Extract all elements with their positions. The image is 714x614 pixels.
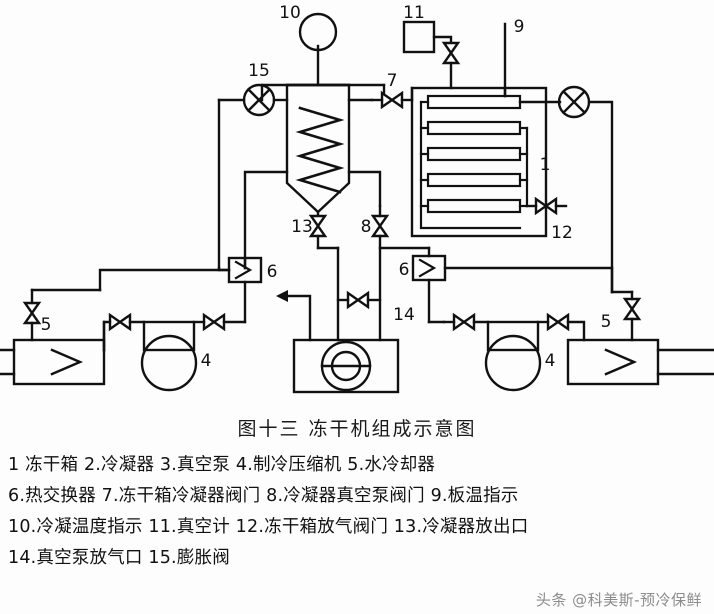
process-flow-diagram: 10 11 9 15 7 1 12 13 8 6 6 14 5 5 4 4 [0, 3, 714, 394]
watermark: 头条 @科美斯-预冷保鲜 [535, 591, 702, 609]
expansion-valve-15-icon [242, 83, 276, 117]
valve-8-icon [370, 204, 390, 342]
legend-line-3: 10.冷凝温度指示 11.真空计 12.冻干箱放气阀门 13.冷凝器放出口 [8, 517, 529, 537]
vacuum-pump-3 [292, 338, 400, 394]
shelf-plate [426, 198, 522, 214]
valve-14-icon [336, 290, 382, 310]
expansion-valve-right-icon [557, 85, 591, 119]
label-7: 7 [387, 71, 398, 91]
diagram-canvas: 10 11 9 15 7 1 12 13 8 6 6 14 5 5 4 4 [0, 3, 714, 394]
label-12: 12 [551, 223, 573, 243]
label-5-left: 5 [41, 315, 52, 335]
pipe-condenser-to-valve8 [347, 170, 382, 208]
diagram-labels: 10 11 9 15 7 1 12 13 8 6 6 14 5 5 4 4 [41, 3, 612, 371]
label-9: 9 [514, 17, 525, 37]
valve-5-left-icon [22, 288, 42, 342]
compressor-4-right [484, 320, 542, 392]
shelf-plate [426, 94, 522, 110]
label-6-left: 6 [267, 262, 278, 282]
label-15: 15 [248, 61, 270, 81]
label-8: 8 [361, 217, 372, 237]
legend-line-1: 1 冻干箱 2.冷凝器 3.真空泵 4.制冷压缩机 5.水冷却器 [8, 455, 436, 475]
label-14: 14 [393, 305, 415, 325]
heat-exchanger-6-right [411, 254, 447, 282]
valve-compressor-right-suction-icon [427, 312, 490, 332]
legend-line-4: 14.真空泵放气口 15.膨胀阀 [8, 548, 230, 568]
label-13: 13 [291, 217, 313, 237]
discharge-arrow-icon [276, 290, 312, 342]
label-5-right: 5 [601, 312, 612, 332]
pipe-gauge11-to-valve [432, 35, 453, 45]
chamber-shelves-group [426, 94, 522, 214]
water-cooler-5-left [0, 338, 106, 386]
shelf-plate [426, 172, 522, 188]
figure-legend: 1 冻干箱 2.冷凝器 3.真空泵 4.制冷压缩机 5.水冷却器 6.热交换器 … [8, 450, 714, 574]
label-11: 11 [403, 3, 425, 23]
label-4-right: 4 [545, 351, 556, 371]
label-10: 10 [279, 3, 301, 23]
shelf-plate [426, 120, 522, 136]
valve-12-icon [525, 196, 568, 216]
valve-13-icon [308, 214, 328, 250]
shelf-left-manifold [419, 100, 522, 230]
vacuum-gauge-valve-icon [441, 41, 461, 90]
valve-compressor-left-discharge-icon [192, 312, 247, 332]
pipe-condenser-left-down [243, 170, 289, 270]
shelf-right-manifold [518, 126, 529, 208]
valve-compressor-left-suction-icon [102, 312, 146, 352]
water-cooler-5-right [566, 338, 714, 386]
label-6-right: 6 [399, 260, 410, 280]
vacuum-gauge-11-icon [402, 20, 436, 54]
label-1: 1 [540, 155, 551, 175]
label-4-left: 4 [201, 351, 212, 371]
shelf-plate [426, 146, 522, 162]
valve-7-icon [370, 90, 414, 110]
condenser-coil-icon [295, 106, 345, 194]
freeze-drying-chamber [410, 86, 548, 238]
valve-5-right-icon [622, 290, 642, 342]
valve-compressor-right-discharge-icon [536, 312, 586, 342]
compressor-4-left [140, 320, 198, 392]
figure-caption: 图十三 冻干机组成示意图 [237, 418, 477, 440]
condensing-temp-gauge-icon [298, 12, 338, 52]
pipe-ev-right-down [587, 100, 614, 294]
pipe-hx6l-to-left-cooler [98, 268, 231, 292]
legend-line-2: 6.热交换器 7.冻干箱冷凝器阀门 8.冷凝器真空泵阀门 9.板温指示 [8, 486, 519, 506]
